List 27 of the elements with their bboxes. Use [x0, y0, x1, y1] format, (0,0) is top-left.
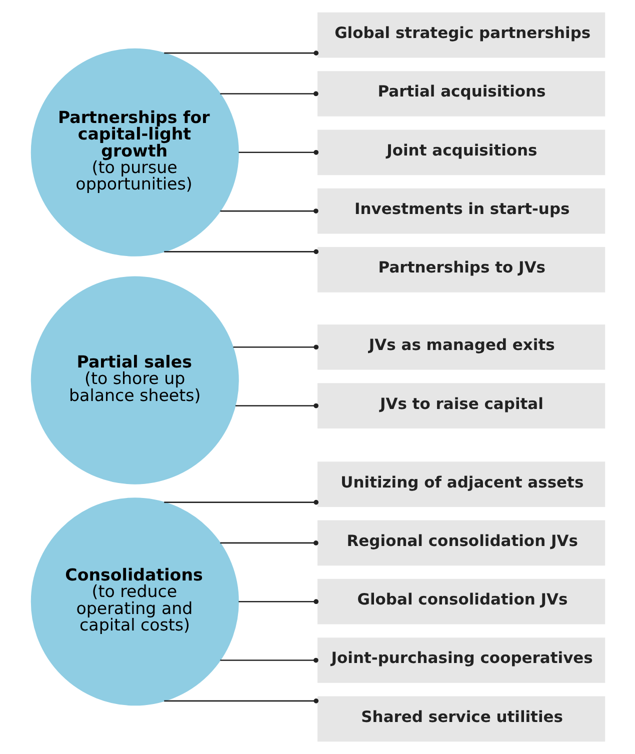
node-box: Investments in start-ups [316, 188, 605, 234]
node-box: Global strategic partnerships [316, 12, 605, 58]
connector [164, 500, 318, 505]
connector [220, 540, 318, 546]
connector [164, 249, 318, 254]
connector [238, 150, 318, 155]
connector [220, 208, 318, 214]
connector [220, 658, 318, 663]
connector [232, 344, 318, 350]
connector [164, 698, 318, 704]
connector [220, 91, 318, 96]
node-box: Partial acquisitions [316, 71, 605, 116]
connector [238, 599, 318, 604]
node-box: Shared service utilities [316, 696, 605, 742]
node-box: Unitizing of adjacent assets [316, 462, 605, 507]
node-circle: Partnerships for capital-light growth (to pursue opportunities) [30, 48, 238, 256]
node-box: Partnerships to JVs [316, 247, 605, 292]
node-box: Global consolidation JVs [316, 578, 605, 624]
node-circle: Partial sales (to shore up balance sheets) [30, 276, 238, 484]
connector [164, 50, 318, 56]
node-box: Regional consolidation JVs [316, 520, 605, 566]
connector [234, 403, 318, 408]
node-box: Joint acquisitions [316, 130, 605, 176]
node-box: JVs as managed exits [316, 324, 605, 370]
node-box: Joint-purchasing cooperatives [316, 638, 605, 683]
node-box: JVs to raise capital [316, 383, 605, 428]
node-circle: Consolidations (to reduce operating and capital costs) [30, 498, 238, 706]
